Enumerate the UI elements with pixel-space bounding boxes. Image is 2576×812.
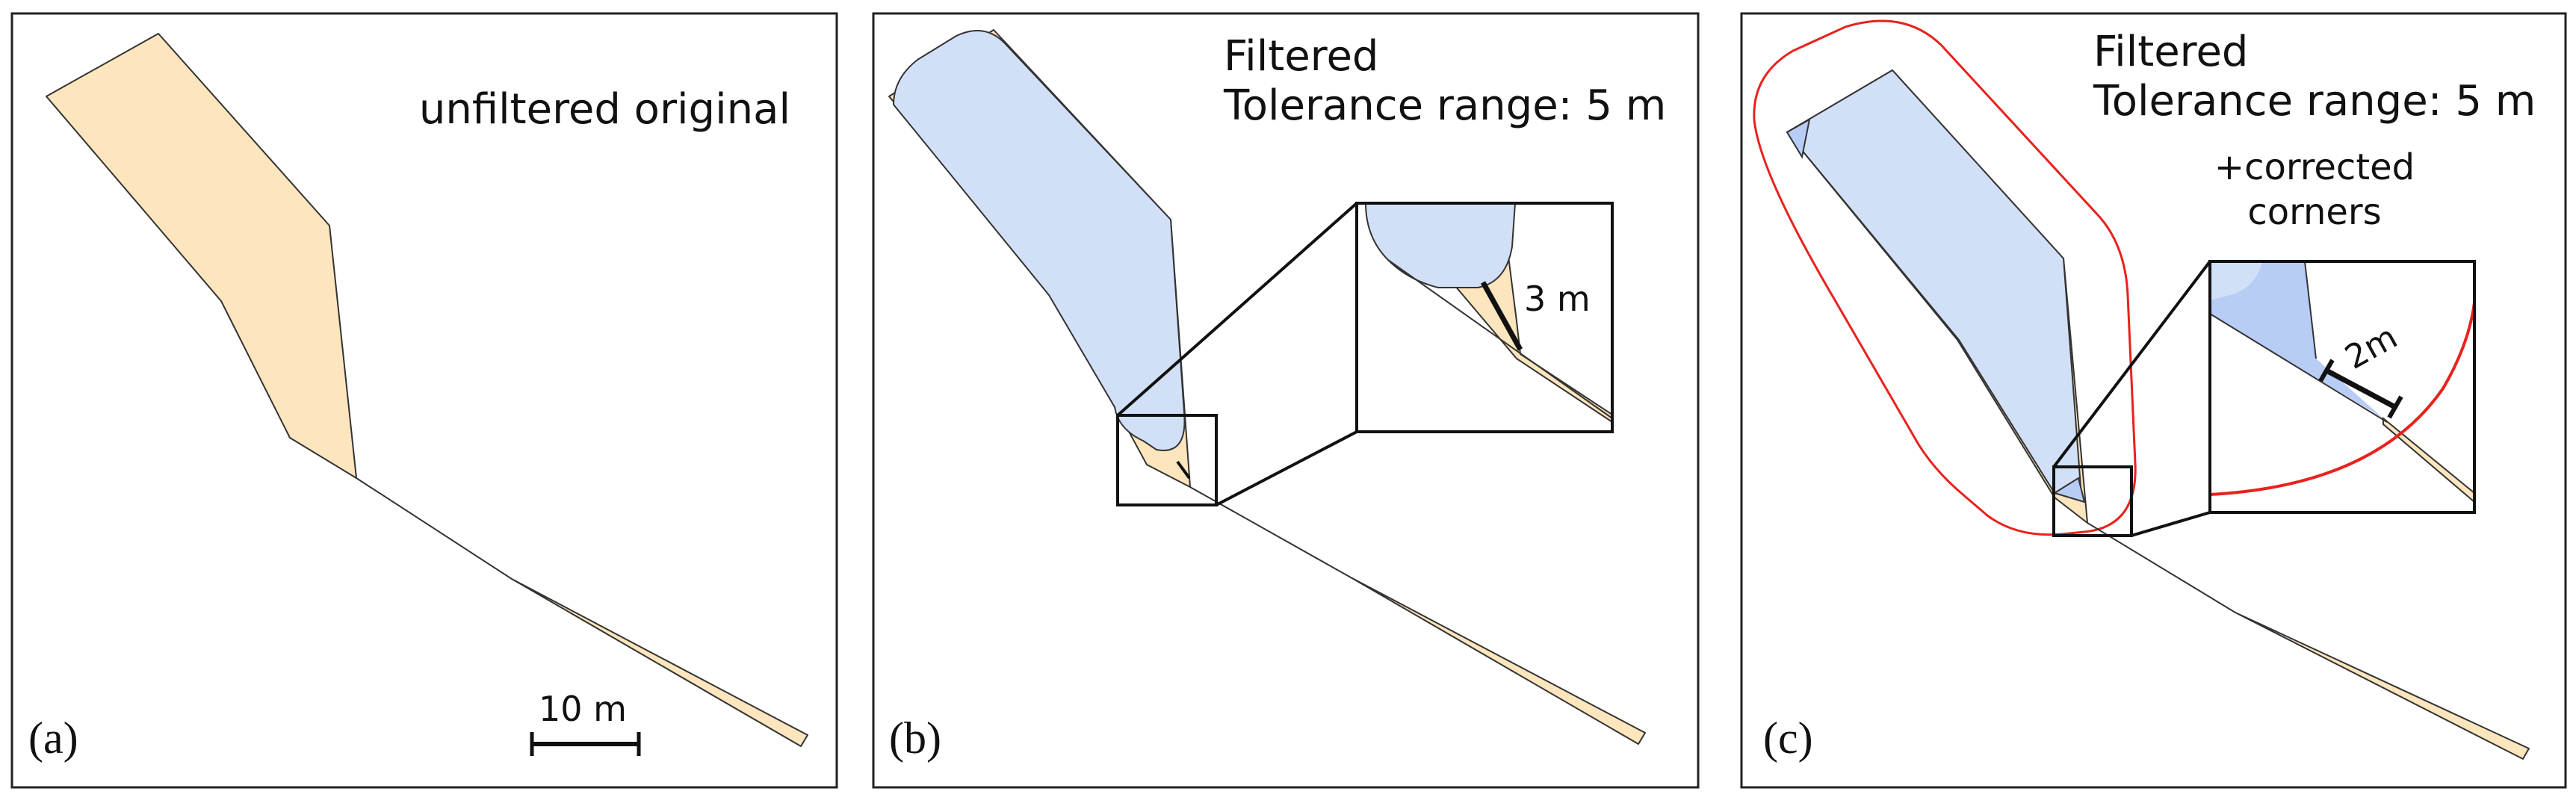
inset-distance-line — [2325, 368, 2397, 410]
panel-c-note-line1: +corrected — [2214, 146, 2415, 188]
zoom-connector-top — [2052, 260, 2211, 468]
panel-c-title-line2: Tolerance range: 5 m — [2093, 77, 2536, 125]
original-tail-polygon — [2235, 612, 2530, 760]
corrected-corner-top — [1786, 118, 1811, 159]
panel-c-note-line2: corners — [2247, 191, 2381, 233]
inset-original-edge — [2304, 261, 2317, 359]
panel-a: unfiltered original 10 m (a) — [10, 12, 838, 789]
zoom-connector-bottom — [1216, 430, 1357, 506]
inset: 2m — [2208, 260, 2476, 514]
inset-distance-label: 3 m — [1524, 279, 1591, 319]
panel-c-letter: (c) — [1763, 713, 1813, 763]
inset-original-edge — [1387, 259, 1613, 419]
tolerance-outline — [1753, 19, 2137, 536]
inset-tolerance-arc — [2209, 302, 2476, 496]
original-thin-line — [356, 477, 513, 580]
inset-filtered-edge — [2209, 313, 2388, 423]
inset-distance-line — [1480, 281, 1523, 351]
inset-filtered-area — [2210, 261, 2383, 418]
original-thin-line — [2087, 522, 2236, 613]
inset-border — [2208, 260, 2476, 514]
inset-light-blue — [2210, 261, 2262, 300]
corrected-corner-bottom — [2052, 477, 2086, 503]
inset-distance-tick-right — [2387, 395, 2403, 419]
zoom-connector-bottom — [2131, 511, 2211, 537]
panel-b-letter: (b) — [889, 713, 941, 763]
distance-marker — [1176, 460, 1191, 480]
scale-bar: 10 m — [530, 689, 641, 756]
panel-a-letter: (a) — [28, 713, 78, 763]
inset-border — [1355, 202, 1614, 433]
zoom-box — [2052, 465, 2133, 537]
scale-bar-label: 10 m — [539, 689, 627, 729]
panel-b: 3 m Filtered Tolerance range: 5 m (b) — [872, 12, 1700, 789]
panel-c: 2m Filtered Tolerance range: 5 m +correc… — [1740, 12, 2567, 789]
filtered-polygon — [893, 30, 1186, 451]
zoom-connector-top — [1116, 202, 1358, 417]
inset-distance-tick-left — [2318, 359, 2335, 382]
panel-b-title-line2: Tolerance range: 5 m — [1223, 81, 1666, 130]
panel-a-title: unfiltered original — [419, 85, 790, 134]
panel-b-title-line1: Filtered — [1224, 32, 1378, 81]
inset: 3 m — [1355, 202, 1614, 433]
zoom-box — [1116, 414, 1218, 506]
panel-c-title-line1: Filtered — [2093, 28, 2248, 76]
original-tail-polygon — [1350, 577, 1646, 745]
original-tail-polygon — [511, 578, 808, 747]
